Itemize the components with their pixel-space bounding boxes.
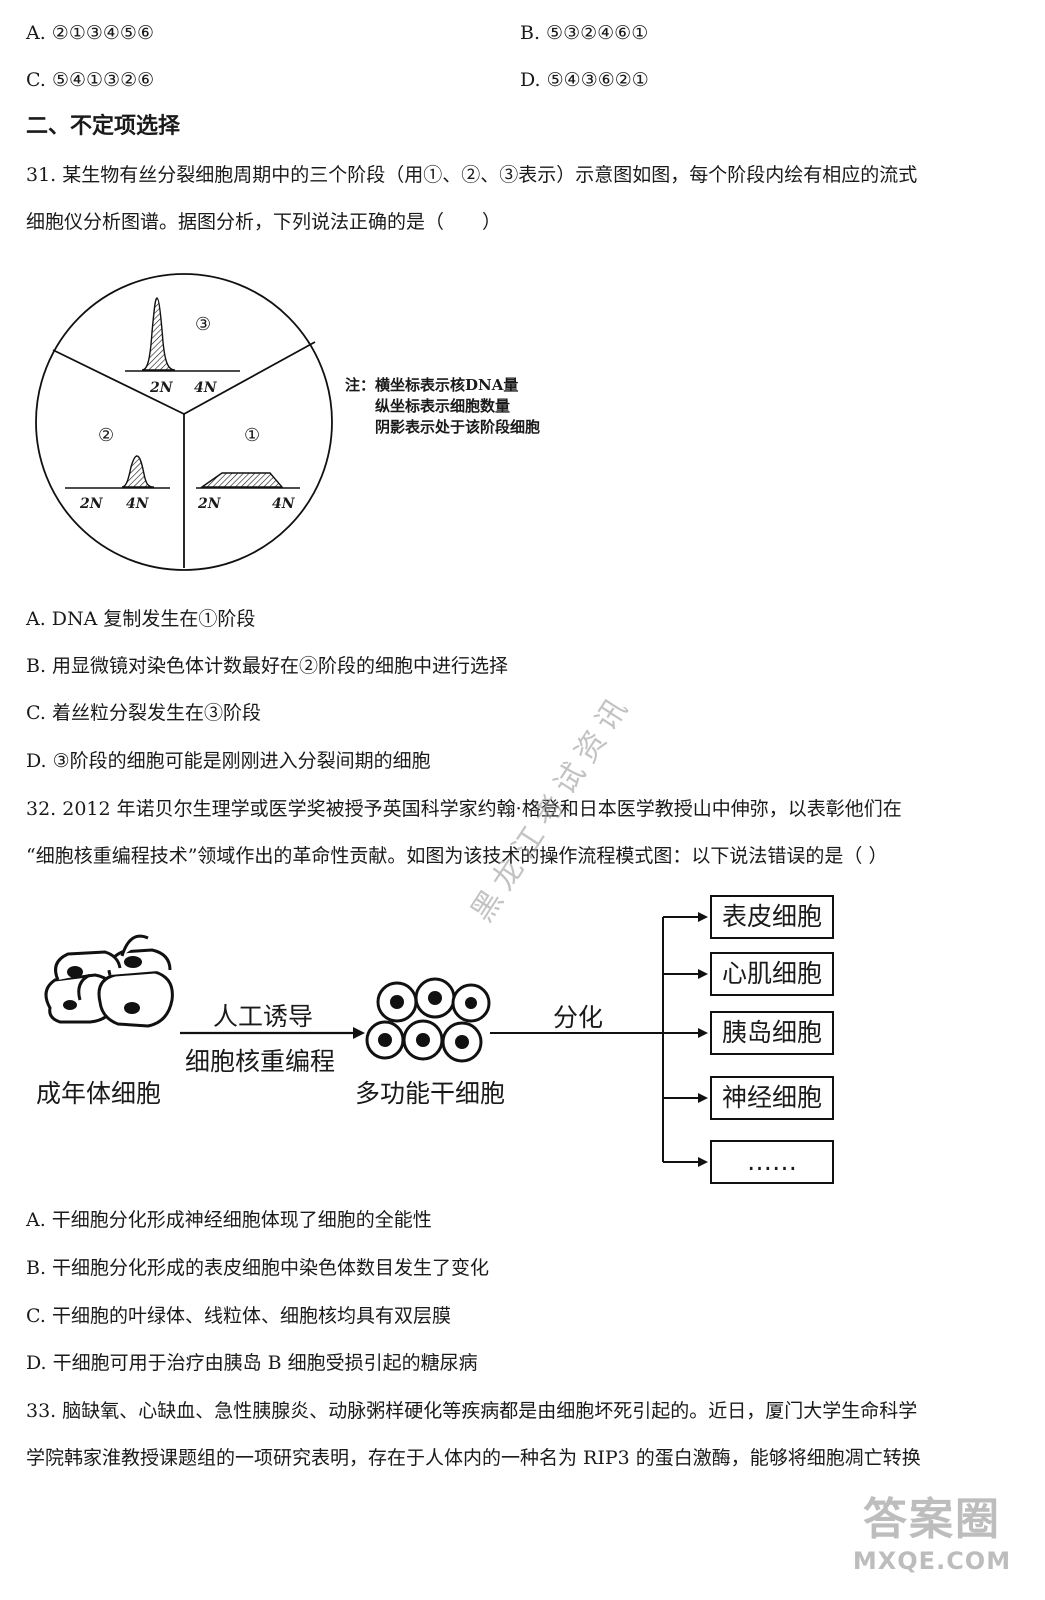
stage3-tick-2n: 2N [150, 380, 173, 396]
stem-cells-label: 多功能干细胞 [355, 1079, 506, 1108]
corner-watermark-logo: 答案圈 MXQE.COM [827, 1494, 1037, 1594]
q32-stem-line1: 32. 2012 年诺贝尔生理学或医学奖被授予英国科学家约翰·格登和日本医学教授… [26, 798, 902, 820]
adult-cells-nuclei [63, 956, 142, 1014]
q31-cell-cycle-diagram [35, 273, 333, 571]
q32-option-a: A. 干细胞分化形成神经细胞体现了细胞的全能性 [26, 1209, 432, 1231]
reprogram-arrowhead [353, 1027, 365, 1039]
divider-right [183, 341, 316, 415]
stage3-peak [141, 297, 176, 371]
branch-arrowheads [698, 912, 708, 1167]
q31-option-a: A. DNA 复制发生在①阶段 [26, 608, 256, 630]
output-box-epidermal: 表皮细胞 [710, 895, 834, 939]
q31-option-b: B. 用显微镜对染色体计数最好在②阶段的细胞中进行选择 [26, 655, 509, 677]
stage2-tick-4n: 4N [126, 496, 149, 512]
q33-stem-line1: 33. 脑缺氧、心缺血、急性胰腺炎、动脉粥样硬化等疾病都是由细胞坏死引起的。近日… [26, 1400, 918, 1422]
section-title: 二、不定项选择 [26, 114, 181, 139]
stem-cells-icon [365, 977, 491, 1063]
q32-option-c: C. 干细胞的叶绿体、线粒体、细胞核均具有双层膜 [26, 1305, 451, 1327]
differentiate-label: 分化 [553, 1003, 604, 1032]
prev-option-d: D. ⑤④③⑥②① [520, 69, 649, 91]
arrow-bottom-label: 细胞核重编程 [185, 1047, 336, 1076]
q33-stem-line2: 学院韩家淮教授课题组的一项研究表明，存在于人体内的一种名为 RIP3 的蛋白激酶… [26, 1447, 921, 1469]
stage3-tick-4n: 4N [194, 380, 217, 396]
q31-stem-line1: 31. 某生物有丝分裂细胞周期中的三个阶段（用①、②、③表示）示意图如图，每个阶… [26, 164, 918, 186]
arrow-top-label: 人工诱导 [213, 1002, 314, 1031]
stage2-tick-2n: 2N [80, 496, 103, 512]
stage2-label: ② [98, 425, 115, 446]
q32-stem-line2: “细胞核重编程技术”领域作出的革命性贡献。如图为该技术的操作流程模式图：以下说法… [26, 845, 888, 867]
stage1-tick-2n: 2N [198, 496, 221, 512]
output-box-more: …… [710, 1140, 834, 1184]
stage1-tick-4n: 4N [272, 496, 295, 512]
divider-left [52, 349, 185, 415]
stage1-plateau [199, 472, 284, 488]
q32-option-b: B. 干细胞分化形成的表皮细胞中染色体数目发生了变化 [26, 1257, 490, 1279]
prev-option-c: C. ⑤④①③②⑥ [26, 69, 155, 91]
output-box-cardiac: 心肌细胞 [710, 952, 834, 996]
corner-logo-line2: MXQE.COM [852, 1547, 1012, 1575]
q32-flow-diagram [44, 912, 708, 1167]
q31-note-line2: 纵坐标表示细胞数量 [375, 397, 511, 415]
q31-note-line1: 注：横坐标表示核DNA量 [345, 376, 519, 394]
stage2-peak [121, 455, 155, 488]
branch-arrows [663, 916, 698, 1163]
cycle-circle [35, 273, 333, 571]
corner-logo-line1: 答案圈 [863, 1494, 1001, 1545]
stage1-label: ① [244, 425, 261, 446]
q32-option-d: D. 干细胞可用于治疗由胰岛 B 细胞受损引起的糖尿病 [26, 1352, 478, 1374]
q31-note-line3: 阴影表示处于该阶段细胞 [375, 418, 541, 436]
adult-cells-label: 成年体细胞 [36, 1079, 162, 1108]
output-box-islet: 胰岛细胞 [710, 1011, 834, 1055]
adult-cells-icon [44, 934, 174, 1028]
q31-option-c: C. 着丝粒分裂发生在③阶段 [26, 702, 261, 724]
q31-option-d: D. ③阶段的细胞可能是刚刚进入分裂间期的细胞 [26, 750, 431, 772]
prev-option-b: B. ⑤③②④⑥① [520, 22, 649, 44]
prev-option-a: A. ②①③④⑤⑥ [26, 22, 154, 44]
output-box-neuron: 神经细胞 [710, 1076, 834, 1120]
stem-cells-nuclei [378, 991, 477, 1049]
q31-stem-line2: 细胞仪分析图谱。据图分析，下列说法正确的是（ ） [26, 211, 502, 233]
stage3-label: ③ [195, 314, 212, 335]
